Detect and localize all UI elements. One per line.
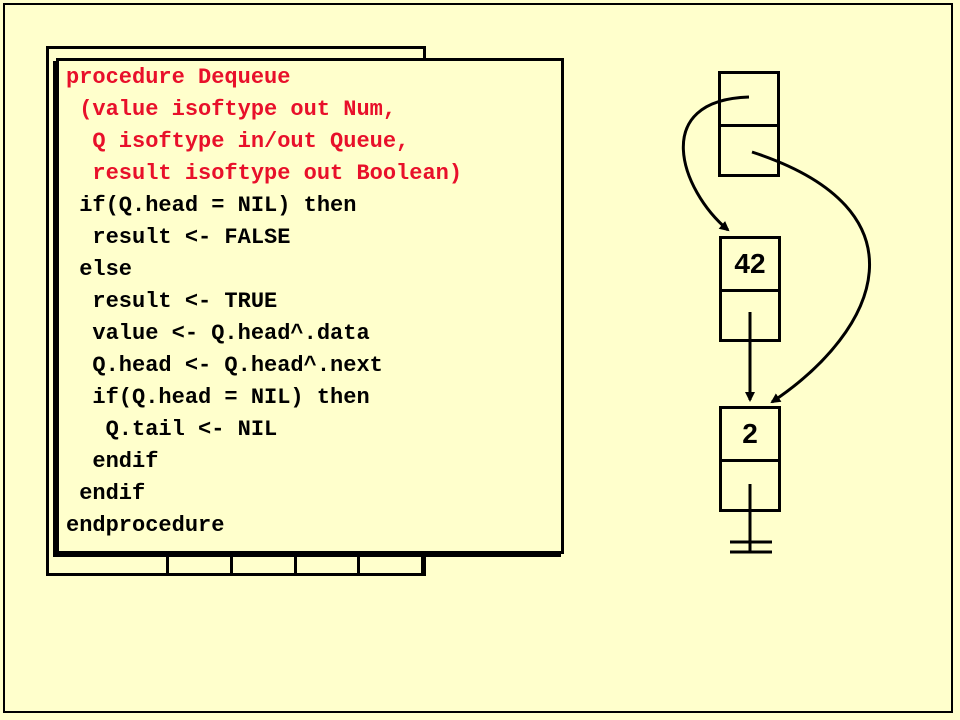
code-line: endif — [66, 481, 146, 506]
code-line: Q.tail <- NIL — [66, 417, 278, 442]
code-line: result isoftype out Boolean) — [66, 161, 463, 186]
code-line: (value isoftype out Num, — [66, 97, 397, 122]
code-line: if(Q.head = NIL) then — [66, 385, 370, 410]
node-data-field: 42 — [734, 248, 766, 279]
node-next-field — [722, 289, 778, 339]
node-data-field: 2 — [742, 418, 758, 449]
background-cell — [293, 540, 358, 573]
code-line: result <- FALSE — [66, 225, 291, 250]
background-cell — [229, 540, 294, 573]
node-next-field — [722, 459, 778, 509]
code-line: Q isoftype in/out Queue, — [66, 129, 410, 154]
code-line: endif — [66, 449, 159, 474]
code-line: value <- Q.head^.data — [66, 321, 370, 346]
code-line: result <- TRUE — [66, 289, 278, 314]
head-pointer-arrow — [681, 95, 750, 232]
background-window-cells — [166, 540, 424, 576]
code-line: else — [66, 257, 133, 282]
code-line: Q.head <- Q.head^.next — [66, 353, 383, 378]
code-card — [56, 58, 564, 554]
code-line: if(Q.head = NIL) then — [66, 193, 357, 218]
code-listing: procedure Dequeue (value isoftype out Nu… — [66, 62, 462, 542]
code-line: endprocedure — [66, 513, 225, 538]
background-cell — [357, 540, 421, 573]
slide-frame — [3, 3, 953, 713]
queue-tail-field — [721, 124, 777, 174]
code-line: procedure Dequeue — [66, 65, 291, 90]
tail-pointer-arrow — [751, 150, 871, 404]
nil-ground-icon — [730, 484, 772, 554]
